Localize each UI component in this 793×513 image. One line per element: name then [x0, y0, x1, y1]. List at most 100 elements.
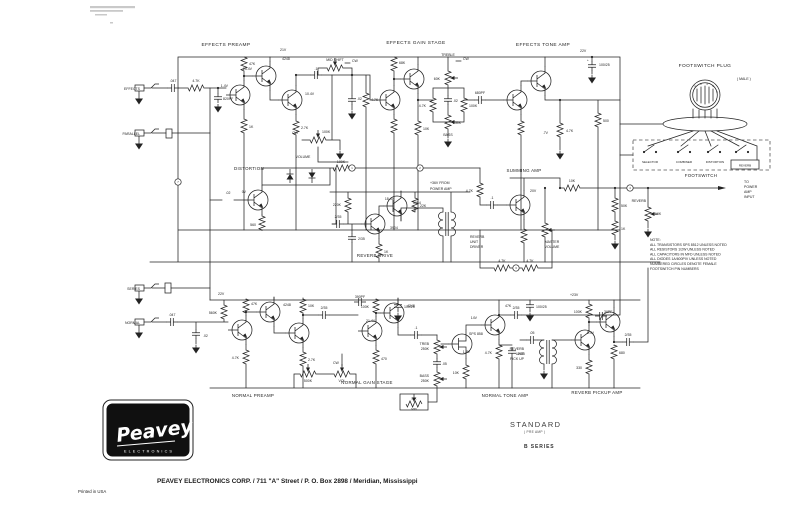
- transistor-icon: [382, 190, 408, 222]
- schematic-text: EFFECTS GAIN STAGE: [386, 40, 445, 46]
- schematic-text: ( MALE ): [737, 77, 751, 81]
- transistor-icon: [379, 297, 405, 329]
- printed-in-usa: Printed in USA: [78, 489, 106, 494]
- schematic-text: 4.7K: [232, 356, 240, 360]
- schematic-text: REVERB: [739, 164, 751, 168]
- schematic-text: SUMMING AMP: [506, 168, 541, 173]
- junction-dots: [216, 55, 650, 344]
- transistor-icon: [480, 309, 506, 341]
- note-line: FOOTSWITCH PIN NUMBERS: [650, 267, 699, 271]
- schematic-text: 220K: [333, 203, 342, 207]
- schematic-text: EFFECTS PREAMP: [201, 42, 250, 48]
- schematic-text: 500K: [304, 379, 313, 383]
- note-block: NOTE:ALL TRANSISTORS SPS 8512 UNLESS NOT…: [650, 238, 727, 271]
- schematic-text: 2/35: [321, 306, 328, 310]
- schematic-text: 8.4V: [587, 331, 595, 335]
- diode-icon: [308, 168, 316, 184]
- schematic-text: CW: [352, 59, 359, 63]
- schematic-text: CW: [333, 361, 340, 365]
- schematic-text: POWER AMP: [430, 187, 452, 191]
- transistor-icon: [255, 296, 281, 328]
- schematic-text: REVERB PICKUP AMP: [571, 390, 622, 395]
- schematic-text: 250K: [453, 121, 462, 125]
- plug-pin-number: 5: [716, 90, 718, 94]
- schematic-text: .02: [357, 97, 362, 101]
- schematic-text: 10K: [308, 304, 315, 308]
- schematic-text: NORMAL: [125, 321, 140, 325]
- schematic-text: 100/25: [599, 63, 610, 67]
- schematic-text: CW: [292, 131, 299, 135]
- transistor-icon: [251, 60, 277, 92]
- schematic-text: EFFECTS: [124, 87, 141, 91]
- schematic-text: .02: [226, 191, 231, 195]
- schematic-text: .047: [170, 79, 177, 83]
- schematic-text: 560K: [209, 311, 218, 315]
- schematic-text: +36V FROM: [430, 181, 450, 185]
- plug-pin-number: 2: [700, 82, 702, 86]
- footswitch-box: [632, 139, 771, 171]
- schematic-text: 2.7K: [308, 358, 316, 362]
- schematic-text: MID SHIFT: [326, 58, 344, 62]
- schematic-text: 1K: [249, 125, 254, 129]
- schematic-text: 100K: [469, 104, 478, 108]
- transistor-icon: [570, 324, 596, 356]
- schematic-text: 100K: [322, 130, 331, 134]
- schematic-text: 10K: [423, 127, 430, 131]
- reverb-switch-box: [730, 159, 760, 170]
- schematic-text: VOLUME: [296, 155, 311, 159]
- schematic-text: 250K: [421, 379, 430, 383]
- schematic-text: NORMAL PREAMP: [232, 393, 274, 398]
- schematic-text: FOOTSWITCH: [685, 173, 718, 178]
- schematic-text: 5954: [413, 201, 421, 205]
- schematic-text: 2/35: [625, 333, 632, 337]
- schematic-text: DISTORTION: [706, 160, 724, 164]
- schematic-text: 4248: [407, 304, 415, 308]
- master-volume-pot-icon: [542, 223, 555, 237]
- schematic-text: VOL: [338, 379, 345, 383]
- schematic-text: 2.7K: [301, 126, 309, 130]
- schematic-text: 470: [381, 357, 387, 361]
- schematic-text-layer: EFFECTS PREAMP EFFECTS GAIN STAGE EFFECTS …: [123, 40, 758, 411]
- schematic-text: NORMAL TONE AMP: [482, 393, 529, 398]
- note-line: ALL TRANSISTORS SPS 8512 UNLESS NOTED: [650, 243, 727, 247]
- transistor-icon: [284, 317, 310, 349]
- cable-loop-icon: [662, 116, 748, 132]
- schematic-text: REVERB: [510, 347, 525, 351]
- schematic-text: 1K: [621, 227, 626, 231]
- schematic-text: 330: [576, 366, 582, 370]
- schematic-text: 4.7K: [566, 129, 574, 133]
- schematic-text: 680: [619, 351, 625, 355]
- note-line: NOTE:: [650, 238, 661, 242]
- schematic-text: .1: [491, 196, 494, 200]
- schematic-text: 100K: [337, 160, 346, 164]
- schematic-text: .047: [169, 313, 176, 317]
- schematic-text: 22V: [218, 292, 225, 296]
- schematic-text: 21V: [280, 48, 287, 52]
- plug-pin-number: 1: [694, 84, 696, 88]
- reverb-driver-transformer-icon: [438, 211, 456, 237]
- schematic-text: DISTORTION: [234, 166, 264, 171]
- schematic-text: 250K: [421, 347, 430, 351]
- schematic-text: POWER: [744, 185, 758, 189]
- schematic-text: 10.4V: [305, 92, 315, 96]
- numbered-pin-circle: [348, 164, 356, 172]
- schematic-text: .7V: [543, 131, 549, 135]
- pin-number: 3: [515, 266, 517, 270]
- schematic-text: .1: [415, 326, 418, 330]
- schematic-text: SELECTOR: [642, 160, 659, 164]
- treble-pot-icon: [445, 71, 458, 85]
- schematic-text: 50K: [411, 397, 416, 401]
- schematic-text: EFFECTS TONE AMP: [516, 42, 570, 48]
- transistor-icon: [502, 84, 528, 116]
- model-title: STANDARD: [510, 420, 561, 429]
- schematic-text: 10K: [655, 212, 662, 216]
- schematic-text: TO: [744, 180, 749, 184]
- schematic-text: 1.4V: [221, 84, 229, 88]
- schematic-text: TREBLE: [441, 53, 455, 57]
- volume-pot-icon: [334, 364, 350, 377]
- schematic-text: 21.4V: [366, 319, 376, 323]
- transistor-icon: [505, 189, 531, 221]
- transistor-icon: [227, 314, 253, 346]
- transistor-icon: [375, 84, 401, 116]
